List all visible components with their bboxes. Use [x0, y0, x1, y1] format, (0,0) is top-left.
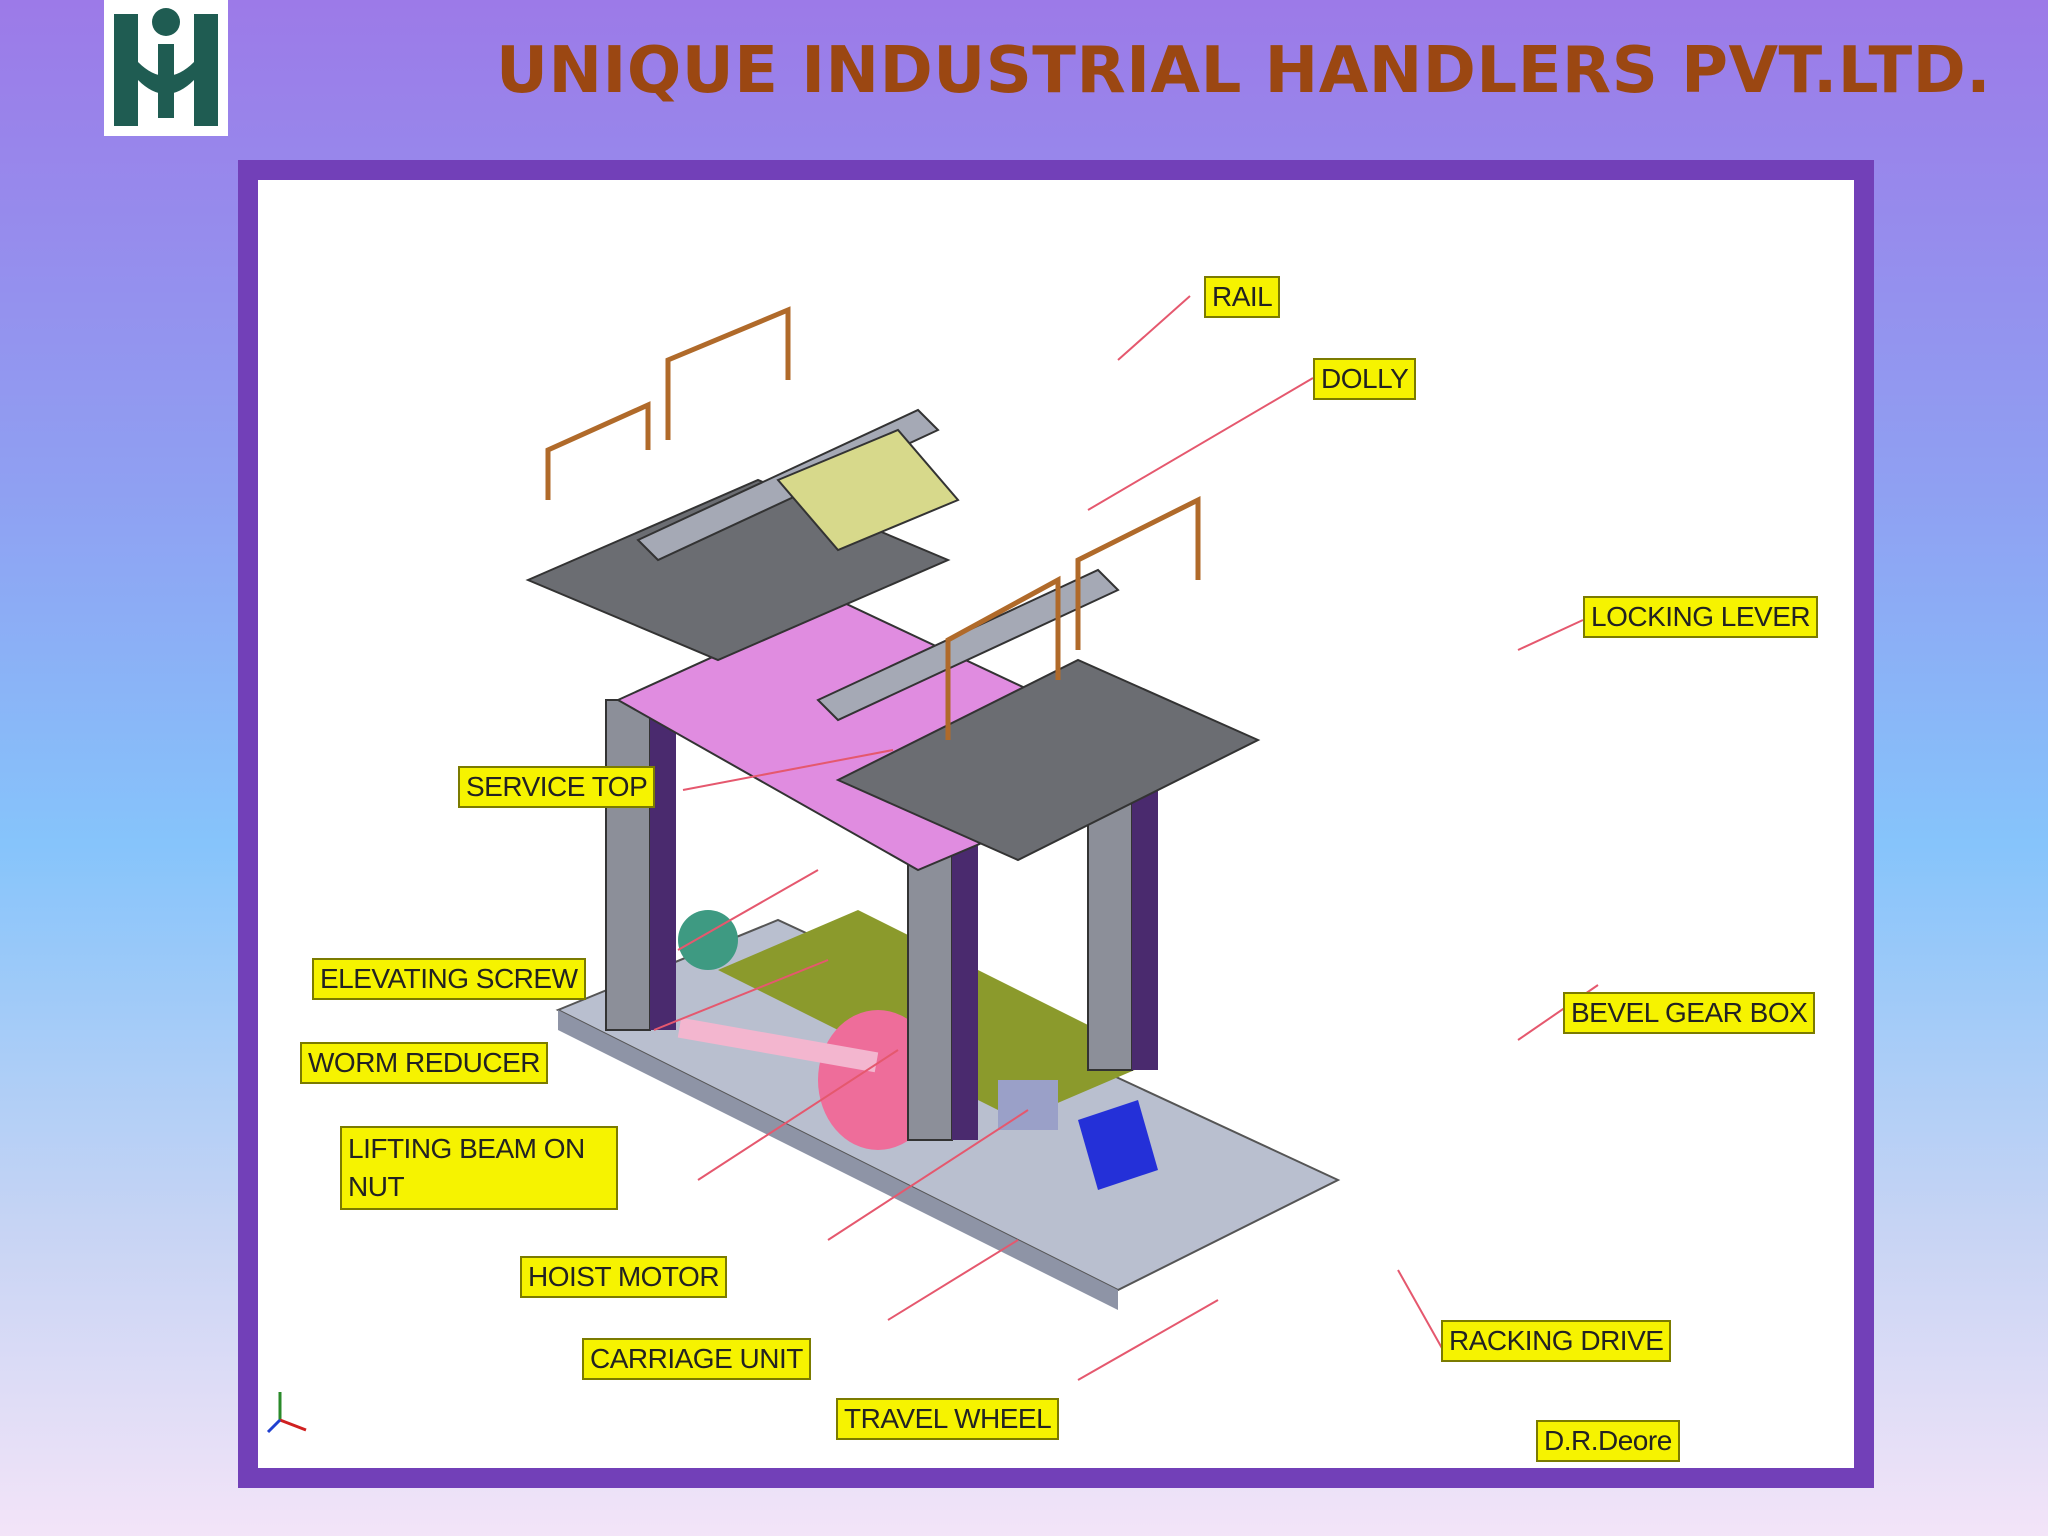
label-service-top: SERVICE TOP — [458, 766, 656, 808]
leader-dolly — [1087, 377, 1314, 511]
label-rail: RAIL — [1204, 276, 1281, 318]
label-lifting-beam: LIFTING BEAM ON NUT — [340, 1126, 618, 1210]
right-platform — [835, 658, 1261, 862]
label-travel-wheel: TRAVEL WHEEL — [836, 1398, 1060, 1440]
label-author: D.R.Deore — [1536, 1420, 1680, 1462]
rail-right — [816, 568, 1120, 722]
column-front-left — [605, 699, 651, 1031]
leader-travel-wheel — [1077, 1299, 1219, 1381]
bevel-gear-shape — [998, 1080, 1058, 1130]
company-logo — [104, 0, 228, 136]
uih-logo-icon — [114, 8, 218, 126]
hoist-shaft — [677, 1017, 879, 1073]
leader-service-top — [682, 749, 894, 791]
dolly-shape — [776, 428, 960, 552]
company-title: UNIQUE INDUSTRIAL HANDLERS PVT.LTD. — [496, 34, 1992, 108]
leader-lifting-beam — [697, 1049, 899, 1181]
column-front-right-face — [952, 820, 978, 1140]
diagram-frame: RAIL DOLLY LOCKING LEVER SERVICE TOP ELE… — [238, 160, 1874, 1488]
leader-hoist-motor — [827, 1109, 1029, 1241]
label-hoist-motor: HOIST MOTOR — [520, 1256, 728, 1298]
worm-reducer-shape — [678, 910, 738, 970]
label-carriage-unit: CARRIAGE UNIT — [582, 1338, 811, 1380]
leader-carriage-unit — [887, 1239, 1019, 1321]
label-worm-reducer: WORM REDUCER — [300, 1042, 548, 1084]
label-elevating-screw: ELEVATING SCREW — [312, 958, 586, 1000]
carriage-base-side — [558, 1010, 1118, 1310]
machine-drawing — [266, 295, 1599, 1434]
axis-triad-icon — [266, 1392, 307, 1434]
leader-racking-drive — [1397, 1269, 1444, 1351]
handrail-right-b — [1075, 495, 1201, 650]
label-racking-drive: RACKING DRIVE — [1441, 1320, 1672, 1362]
leader-locking-lever — [1517, 619, 1584, 651]
column-front-right — [907, 819, 953, 1141]
handrail-left-a — [545, 401, 651, 500]
label-bevel-gear-box: BEVEL GEAR BOX — [1563, 992, 1816, 1034]
handrail-left-b — [665, 306, 791, 440]
handrail-right-a — [945, 575, 1061, 740]
leader-worm-reducer — [653, 959, 829, 1031]
label-locking-lever: LOCKING LEVER — [1583, 596, 1819, 638]
leader-elevating-screw — [677, 869, 819, 951]
leader-rail — [1117, 295, 1191, 361]
racking-drive-shape — [1078, 1100, 1158, 1190]
label-dolly: DOLLY — [1313, 358, 1417, 400]
column-front-left-face — [650, 700, 676, 1030]
column-back-right-face — [1132, 770, 1158, 1070]
